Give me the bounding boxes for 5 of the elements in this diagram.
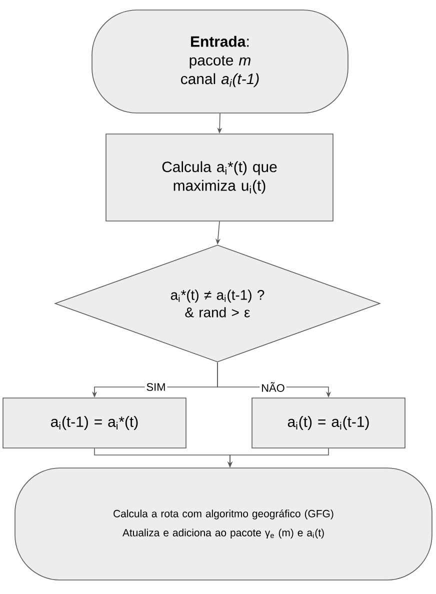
process-box: a$_{i}$(t) = a$_{i}$(t-1) <box>252 398 406 448</box>
edge-label: NÃO <box>260 380 286 394</box>
edge-label: SIM <box>144 382 168 392</box>
process-box: Calcula a$_{i}$*(t) que maximiza u$_{i}$(t) <box>106 134 334 222</box>
process-box: a$_{i}$(t-1) = a$_{i}$*(t) <box>2 398 186 448</box>
